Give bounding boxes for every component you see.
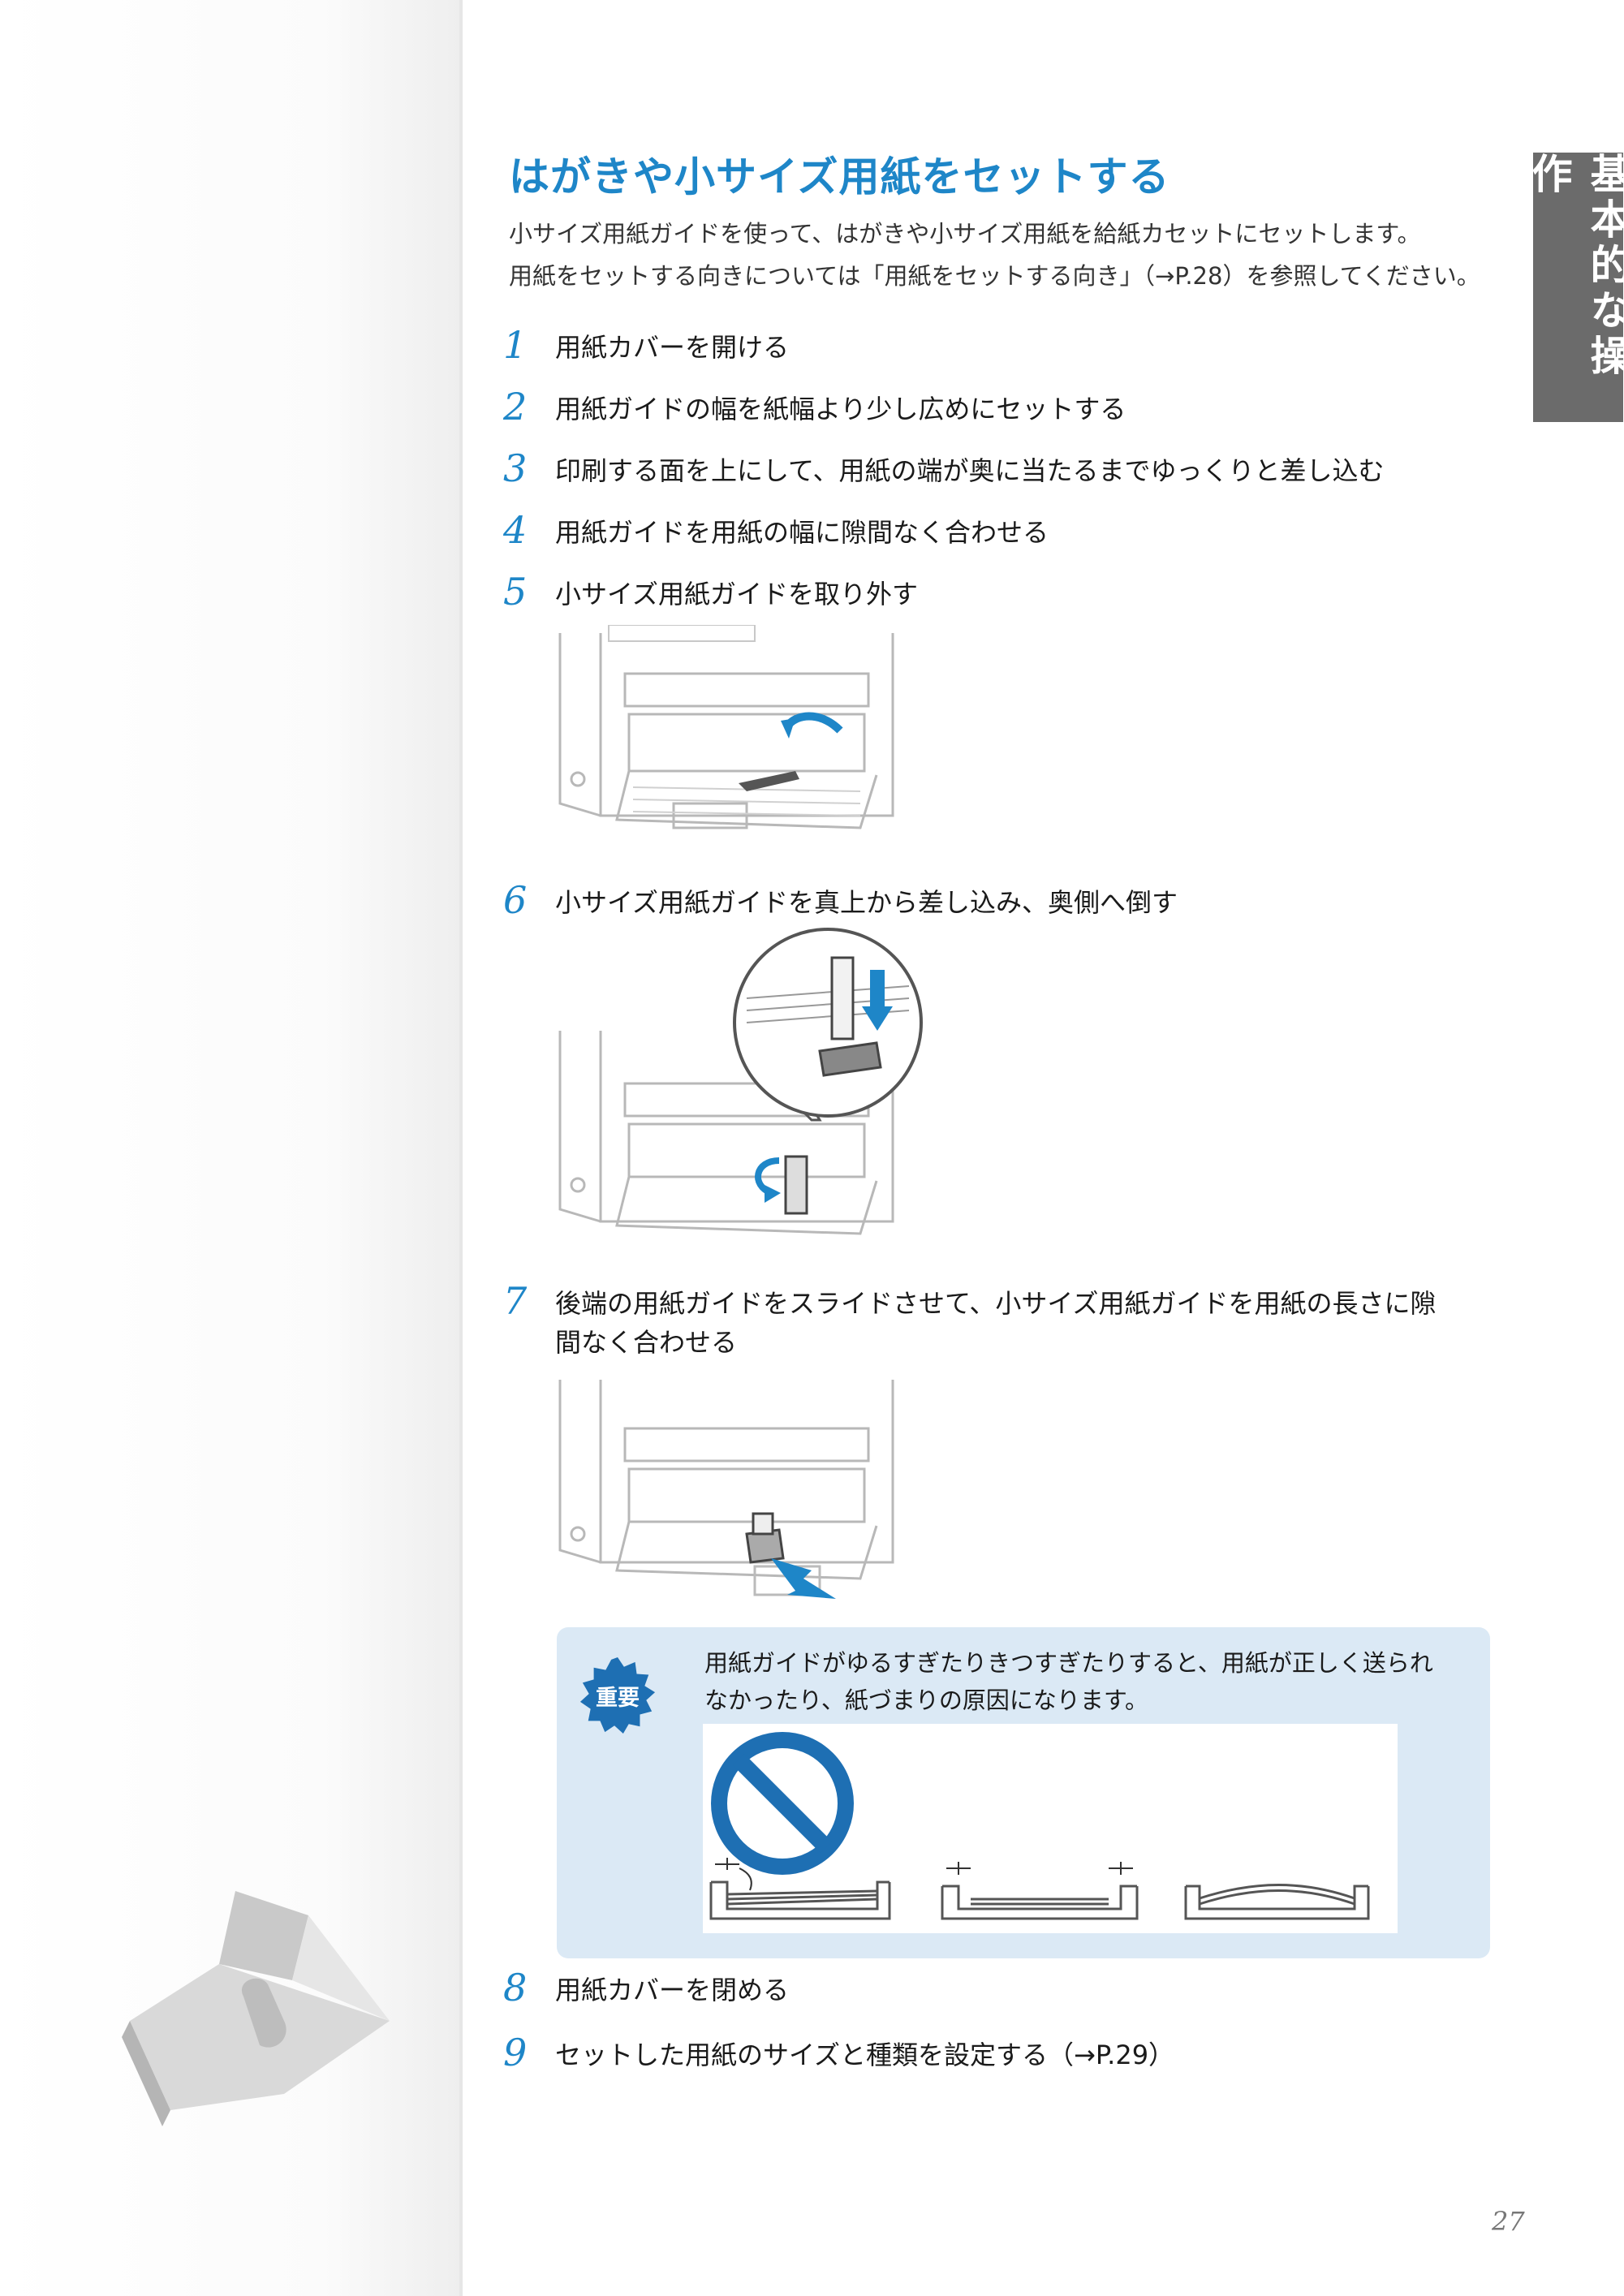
step-number: 9 [503,2031,528,2074]
hand-graphic-icon [122,1891,390,2126]
prohibited-icon [711,1732,854,1875]
step-text: 用紙ガイドの幅を紙幅より少し広めにセットする [555,394,1126,424]
step-number: 7 [503,1279,528,1323]
chapter-tab[interactable]: 基本的な操作 [1526,153,1624,422]
left-margin-edge [459,0,463,2296]
intro-line: 用紙をセットする向きについては「用紙をセットする向き」（→P.28）を参照してく… [509,262,1480,290]
step-text-line: 後端の用紙ガイドをスライドさせて、小サイズ用紙ガイドを用紙の長さに隙 [555,1288,1437,1319]
page-title: はがきや小サイズ用紙をセットする [509,153,1170,200]
page-number: 27 [1492,2206,1525,2237]
step-number: 6 [503,878,528,922]
step-text: 小サイズ用紙ガイドを取り外す [555,579,919,610]
printer-slide-guide-illustration [558,1380,894,1599]
step-number: 1 [503,323,528,367]
printer-insert-guide-illustration [558,928,923,1235]
step-number: 4 [503,508,528,552]
important-note-line: 用紙ガイドがゆるすぎたりきつすぎたりすると、用紙が正しく送られ [704,1649,1433,1677]
step-item: 2 用紙ガイドの幅を紙幅より少し広めにセットする [503,386,1126,429]
intro-line: 小サイズ用紙ガイドを使って、はがきや小サイズ用紙を給紙カセットにセットします。 [509,220,1421,248]
step-text: 小サイズ用紙ガイドを真上から差し込み、奥側へ倒す [555,887,1178,918]
important-note-text: 用紙ガイドがゆるすぎたりきつすぎたりすると、用紙が正しく送られ なかったり、紙づ… [704,1644,1433,1719]
step-number: 8 [503,1966,528,2010]
important-note-line: なかったり、紙づまりの原因になります。 [704,1686,1148,1714]
step-item: 4 用紙ガイドを用紙の幅に隙間なく合わせる [503,508,1049,552]
step-item: 6 小サイズ用紙ガイドを真上から差し込み、奥側へ倒す [503,878,1178,922]
step-number: 2 [503,385,528,429]
important-badge-label: 重要 [596,1685,640,1711]
step-item: 7 後端の用紙ガイドをスライドさせて、小サイズ用紙ガイドを用紙の長さに隙 間なく… [503,1279,1436,1362]
incorrect-guide-diagrams [709,1732,1370,1920]
step-text: 後端の用紙ガイドをスライドさせて、小サイズ用紙ガイドを用紙の長さに隙 間なく合わ… [555,1284,1436,1362]
step-text-line: 間なく合わせる [555,1327,738,1358]
step-item: 8 用紙カバーを閉める [503,1967,790,2010]
step-item: 3 印刷する面を上にして、用紙の端が奥に当たるまでゆっくりと差し込む [503,446,1385,490]
step-text: 用紙カバーを開ける [555,332,790,363]
printer-remove-guide-illustration [558,625,894,829]
step-number: 5 [503,570,528,614]
intro-text: 小サイズ用紙ガイドを使って、はがきや小サイズ用紙を給紙カセットにセットします。 … [509,213,1480,297]
step-number: 3 [503,446,528,490]
step-text: 用紙カバーを閉める [555,1975,790,2005]
incorrect-examples-panel [703,1724,1398,1933]
step-text: セットした用紙のサイズと種類を設定する（→P.29） [555,2040,1175,2070]
step-item: 5 小サイズ用紙ガイドを取り外す [503,571,919,614]
step-text: 用紙ガイドを用紙の幅に隙間なく合わせる [555,517,1049,548]
step-item: 1 用紙カバーを開ける [503,323,790,367]
step-item: 9 セットした用紙のサイズと種類を設定する（→P.29） [503,2031,1175,2074]
chapter-tab-label: 基本的な操作 [1525,153,1624,380]
step-text: 印刷する面を上にして、用紙の端が奥に当たるまでゆっくりと差し込む [555,455,1385,486]
important-badge-icon [579,1656,656,1734]
